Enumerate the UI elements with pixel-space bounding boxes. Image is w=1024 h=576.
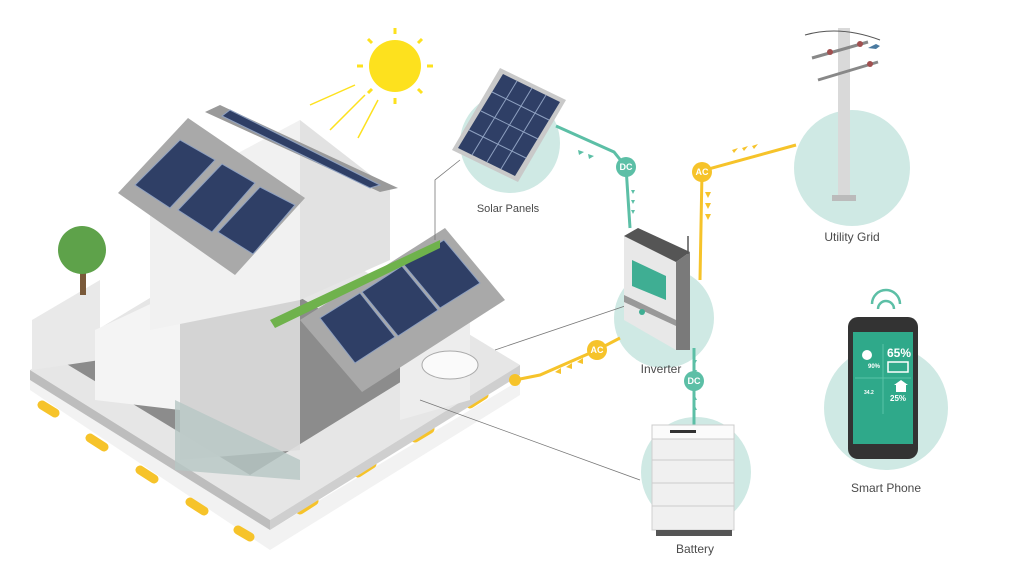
phone-home-percent: 25% [890,394,907,403]
smartphone-icon [848,288,918,459]
smart-phone-label: Smart Phone [850,481,922,495]
ac-badge-house: AC [587,340,607,360]
dc-line-solar-inverter [555,124,632,229]
inverter-icon [624,228,690,350]
utility-grid-label: Utility Grid [824,230,880,244]
solar-panels-label: Solar Panels [476,203,540,215]
battery-icon [651,424,735,536]
ac-badge-grid: AC [692,162,712,182]
battery-label: Battery [675,542,715,556]
phone-solar-percent: 90% [868,364,881,370]
sun-icon [309,28,433,139]
dc-badge-solar: DC [616,157,636,177]
utility-pole-icon [804,28,881,201]
ac-line-house [514,336,621,382]
phone-battery-percent: 65% [887,346,912,360]
grid-circle [794,110,910,226]
house [30,105,520,530]
solar-panel-array-icon [452,68,566,182]
inverter-label: Inverter [640,362,682,376]
phone-ev-value: 34.2 [864,390,874,396]
dc-badge-battery: DC [684,371,704,391]
ac-line-grid [698,143,797,281]
